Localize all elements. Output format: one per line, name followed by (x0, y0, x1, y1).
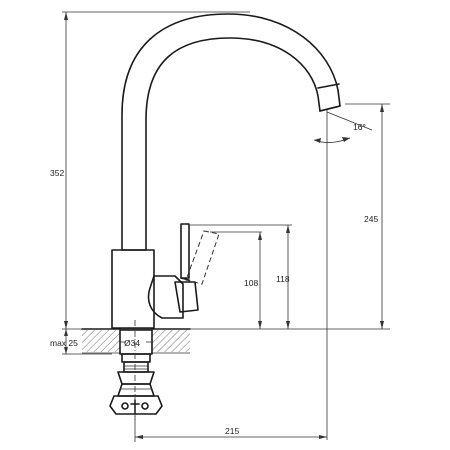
dimension-total-height (64, 12, 68, 329)
spout-tip (317, 83, 341, 112)
countertop-left (82, 330, 120, 352)
label-lever-height-high: 118 (276, 274, 290, 284)
lever-lower (174, 281, 199, 313)
dimension-lever-height-low (258, 232, 262, 329)
label-total-height: 352 (50, 168, 64, 178)
label-spout-reach: 215 (225, 426, 239, 436)
label-spout-angle: 16° (353, 122, 366, 132)
fixing-nut (109, 353, 163, 415)
countertop-right (152, 330, 190, 352)
extension-lines (62, 11, 390, 442)
dimension-spout-reach (135, 435, 327, 439)
label-spout-height: 245 (364, 214, 378, 224)
dimension-spout-height (380, 104, 384, 329)
spout-outline (121, 13, 341, 251)
dimension-lever-height-high (286, 225, 290, 329)
lever-handle (180, 223, 190, 279)
lever-housing (147, 275, 184, 319)
label-shank-diameter: Ø34 (124, 338, 140, 348)
dimension-mount-thickness (64, 329, 68, 354)
faucet-body (111, 249, 155, 329)
label-lever-height-low: 108 (244, 278, 258, 288)
dimension-spout-angle (313, 111, 373, 143)
label-mount-thickness: max 25 (50, 338, 78, 348)
lever-handle-open (185, 230, 220, 285)
